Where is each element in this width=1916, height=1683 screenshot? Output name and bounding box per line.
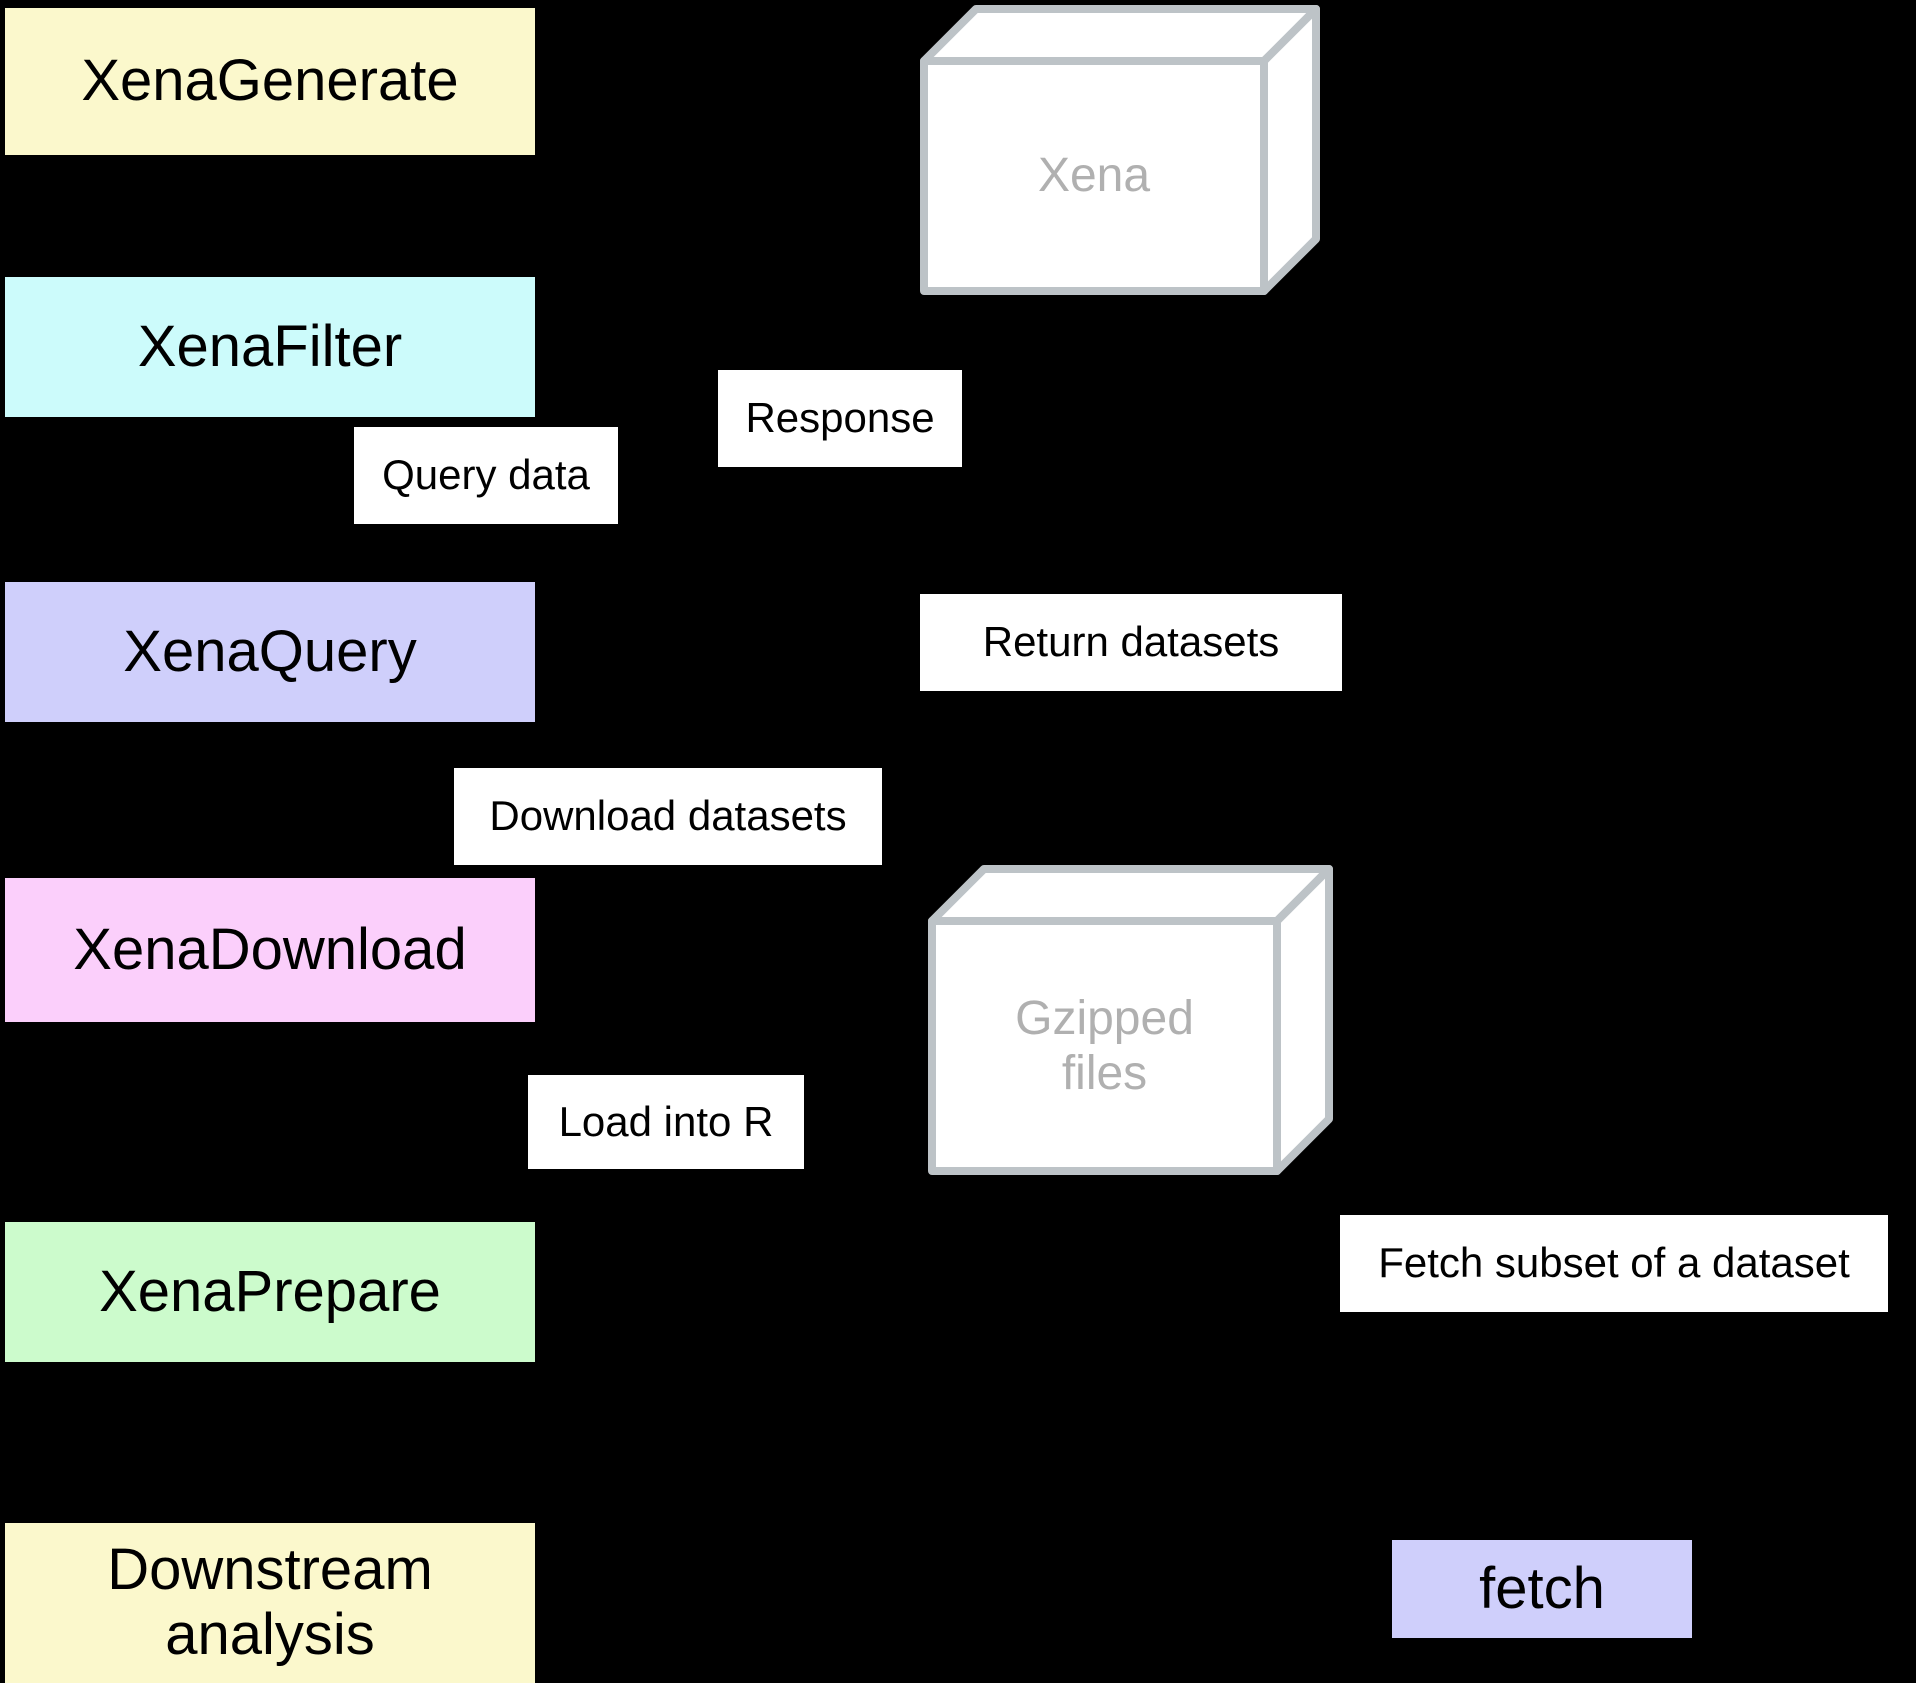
edge-label-return-datasets: Return datasets bbox=[920, 594, 1342, 691]
connector-fetch-to-downstream bbox=[535, 1580, 1392, 1620]
node-label: XenaPrepare bbox=[99, 1258, 441, 1324]
node-label: Downstream analysis bbox=[107, 1537, 433, 1667]
node-label: XenaQuery bbox=[123, 618, 417, 684]
node-xena-query[interactable]: XenaQuery bbox=[5, 582, 535, 722]
node-fetch[interactable]: fetch bbox=[1392, 1540, 1692, 1638]
edge-label-text: Load into R bbox=[558, 1097, 774, 1145]
cube-xena-database[interactable]: Xena bbox=[920, 5, 1320, 295]
node-label: XenaDownload bbox=[73, 916, 467, 982]
node-label: XenaFilter bbox=[137, 313, 403, 379]
node-label: XenaGenerate bbox=[81, 48, 459, 114]
edge-label-text: Return datasets bbox=[982, 618, 1280, 666]
edge-label-response: Response bbox=[718, 370, 962, 467]
edge-label-text: Download datasets bbox=[489, 792, 847, 840]
node-xena-generate[interactable]: XenaGenerate bbox=[5, 8, 535, 155]
node-label: fetch bbox=[1479, 1555, 1605, 1621]
edge-label-text: Fetch subset of a dataset bbox=[1378, 1239, 1850, 1287]
node-xena-filter[interactable]: XenaFilter bbox=[5, 277, 535, 417]
edge-label-query-data: Query data bbox=[354, 427, 618, 524]
edge-label-fetch-subset: Fetch subset of a dataset bbox=[1340, 1215, 1888, 1312]
node-downstream-analysis[interactable]: Downstream analysis bbox=[5, 1523, 535, 1683]
edge-label-load-into-r: Load into R bbox=[528, 1075, 804, 1169]
edge-label-text: Query data bbox=[382, 451, 590, 499]
cube-shape-icon bbox=[920, 5, 1320, 295]
edge-label-download-datasets: Download datasets bbox=[454, 768, 882, 865]
node-xena-prepare[interactable]: XenaPrepare bbox=[5, 1222, 535, 1362]
cube-shape-icon bbox=[928, 865, 1333, 1175]
cube-gzipped-files[interactable]: Gzipped files bbox=[928, 865, 1333, 1175]
edge-label-text: Response bbox=[745, 394, 935, 442]
connector-download-to-gzipped bbox=[540, 897, 933, 1010]
node-xena-download[interactable]: XenaDownload bbox=[5, 878, 535, 1022]
